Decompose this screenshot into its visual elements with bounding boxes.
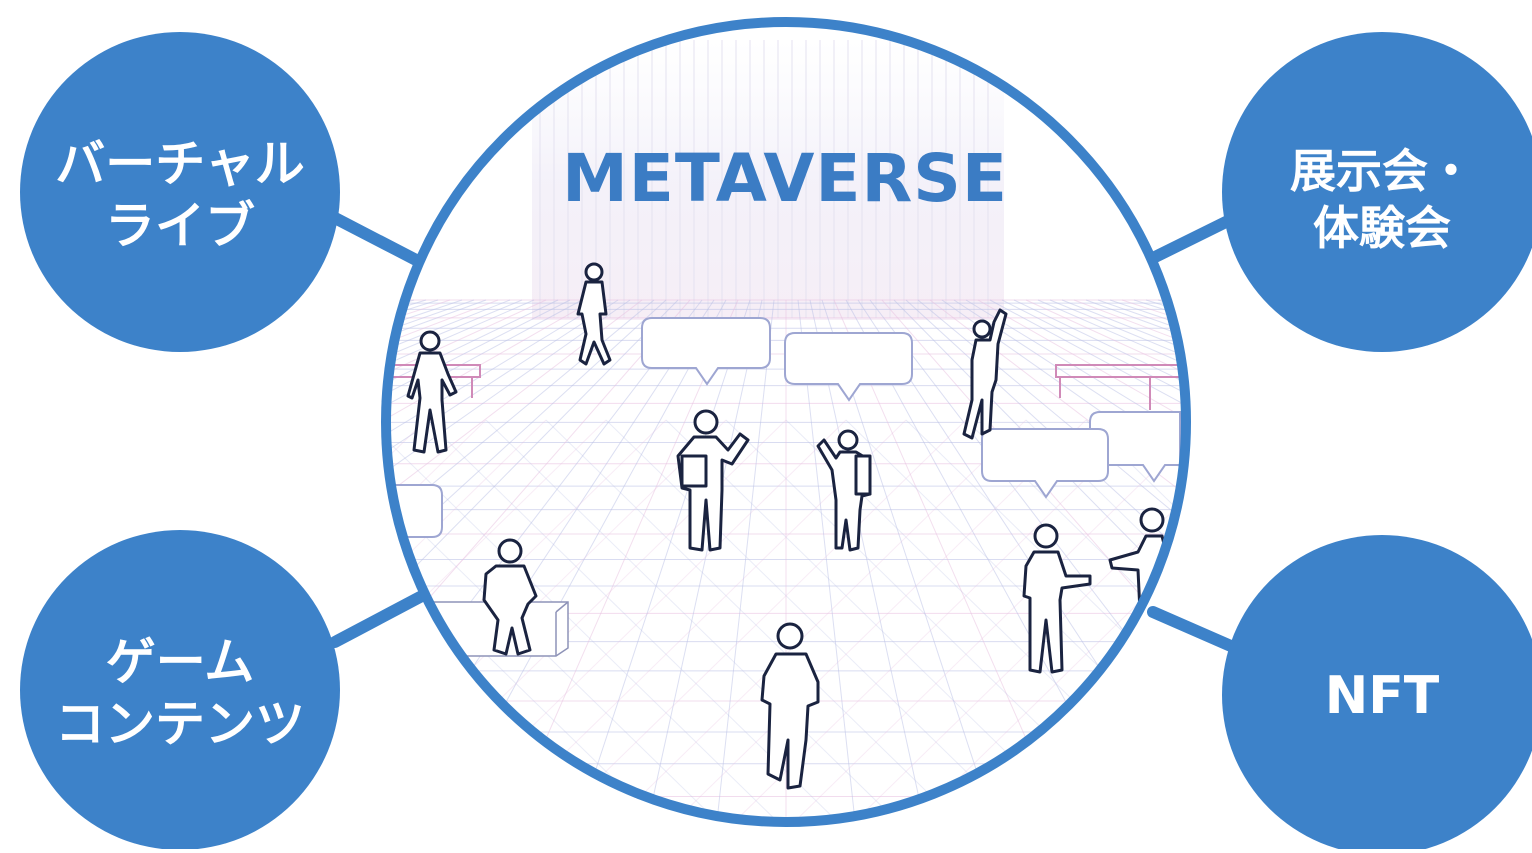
node-label-line: 体験会 <box>1313 201 1451 255</box>
connector-bottom-left <box>329 591 426 648</box>
center-title: METAVERSE <box>562 140 1008 217</box>
node-label-line: バーチャル <box>55 134 305 193</box>
node-label-line: ゲーム <box>105 632 255 691</box>
back-wall <box>532 40 1004 320</box>
person-icon <box>482 538 538 656</box>
connector-bottom-right <box>1147 606 1246 656</box>
person-icon <box>1022 523 1092 674</box>
node-label-line: コンテンツ <box>55 695 305 753</box>
node-label-nft: NFT <box>1262 660 1502 732</box>
node-label-line: ライブ <box>105 197 255 255</box>
speech-bubble-icon <box>981 428 1109 499</box>
node-label-virtual-live: バーチャル ライブ <box>40 130 320 260</box>
speech-bubble-icon <box>641 317 771 386</box>
node-label-line: 展示会・ <box>1290 143 1474 198</box>
central-scene <box>386 22 1186 822</box>
speech-bubbles <box>386 317 1181 538</box>
node-circle-top-left <box>20 32 340 352</box>
person-icon <box>816 429 872 552</box>
person-icon <box>576 262 612 366</box>
node-circle-bottom-left <box>20 530 340 850</box>
bench-right-icon <box>1055 364 1186 410</box>
person-icon <box>406 330 458 454</box>
connector-top-left <box>329 212 426 268</box>
person-icon <box>676 409 750 552</box>
node-circle-bottom-right <box>1222 535 1532 853</box>
node-circle-top-right <box>1222 32 1532 352</box>
central-circle-outline <box>381 17 1191 827</box>
node-label-line: NFT <box>1324 665 1440 726</box>
node-label-exhibition: 展示会・ 体験会 <box>1262 140 1502 260</box>
person-icon <box>760 622 820 790</box>
person-icon <box>962 308 1008 440</box>
node-label-game-contents: ゲーム コンテンツ <box>40 628 320 758</box>
connector-lines <box>329 209 1246 656</box>
speech-bubble-icon <box>784 332 913 402</box>
